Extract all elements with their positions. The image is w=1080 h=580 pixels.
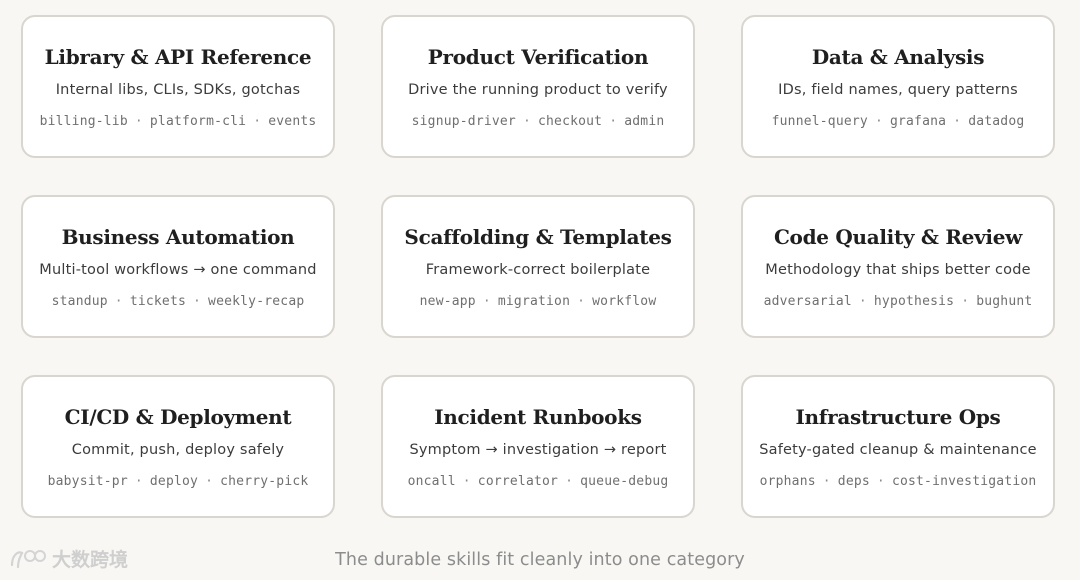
skill-tag: datadog xyxy=(968,114,1025,129)
card-description: Safety-gated cleanup & maintenance xyxy=(759,442,1037,458)
skill-tag: grafana xyxy=(889,114,947,129)
card-tags: babysit-pr · deploy · cherry-pick xyxy=(23,474,333,490)
category-card: Business Automation Multi-tool workflows… xyxy=(21,195,335,338)
tag-separator: · xyxy=(609,114,618,129)
tag-separator: · xyxy=(874,114,883,129)
card-title: Scaffolding & Templates xyxy=(404,225,672,249)
category-card: Scaffolding & Templates Framework-correc… xyxy=(381,195,695,338)
skill-tag: events xyxy=(268,114,317,129)
tag-separator: · xyxy=(134,114,143,129)
category-card: Data & Analysis IDs, field names, query … xyxy=(741,15,1055,158)
skill-tag: babysit-pr xyxy=(47,474,128,489)
card-description: Internal libs, CLIs, SDKs, gotchas xyxy=(55,82,301,98)
category-card: CI/CD & Deployment Commit, push, deploy … xyxy=(21,375,335,518)
skill-tag: oncall xyxy=(407,474,456,489)
tag-separator: · xyxy=(193,294,202,309)
skill-tag: admin xyxy=(624,114,665,129)
skill-tag: orphans xyxy=(759,474,816,489)
card-tags: oncall · correlator · queue-debug xyxy=(383,474,693,490)
card-tags: new-app · migration · workflow xyxy=(383,294,693,310)
watermark: 大数跨境 xyxy=(8,545,128,572)
watermark-text: 大数跨境 xyxy=(52,549,129,571)
skill-tag: deps xyxy=(837,474,870,489)
card-tags: funnel-query · grafana · datadog xyxy=(743,114,1053,130)
tag-separator: · xyxy=(822,474,831,489)
skill-tag: funnel-query xyxy=(771,114,868,129)
skill-tag: hypothesis xyxy=(873,294,955,309)
tag-separator: · xyxy=(522,114,531,129)
card-title: Library & API Reference xyxy=(44,45,312,69)
tag-separator: · xyxy=(565,474,574,489)
card-title: Data & Analysis xyxy=(811,45,985,69)
card-title: Infrastructure Ops xyxy=(795,405,1001,429)
card-description: Drive the running product to verify xyxy=(408,82,668,98)
tag-separator: · xyxy=(253,114,262,129)
skill-tag: platform-cli xyxy=(149,114,247,129)
card-title: Code Quality & Review xyxy=(773,225,1023,249)
card-title: Product Verification xyxy=(427,45,649,69)
skill-tag: weekly-recap xyxy=(208,294,305,309)
skill-tag: cost-investigation xyxy=(891,474,1037,489)
skill-tag: standup xyxy=(51,294,108,309)
tag-separator: · xyxy=(961,294,970,309)
tag-separator: · xyxy=(114,294,123,309)
card-tags: billing-lib · platform-cli · events xyxy=(23,114,333,130)
figure-caption: The durable skills fit cleanly into one … xyxy=(335,550,745,570)
tag-separator: · xyxy=(876,474,885,489)
skill-category-grid: Library & API Reference Internal libs, C… xyxy=(21,15,1055,518)
skill-tag: new-app xyxy=(419,294,476,309)
card-tags: standup · tickets · weekly-recap xyxy=(23,294,333,310)
skill-tag: cherry-pick xyxy=(220,474,309,489)
card-tags: adversarial · hypothesis · bughunt xyxy=(743,294,1053,310)
card-tags: orphans · deps · cost-investigation xyxy=(743,474,1053,490)
card-description: Methodology that ships better code xyxy=(765,262,1031,278)
card-title: Business Automation xyxy=(61,225,295,249)
category-card: Infrastructure Ops Safety-gated cleanup … xyxy=(741,375,1055,518)
skill-tag: workflow xyxy=(592,294,657,309)
tag-separator: · xyxy=(482,294,491,309)
tag-separator: · xyxy=(462,474,471,489)
category-card: Incident Runbooks Symptom → investigatio… xyxy=(381,375,695,518)
skill-tag: adversarial xyxy=(763,294,852,309)
skill-tag: billing-lib xyxy=(39,114,128,129)
category-card: Library & API Reference Internal libs, C… xyxy=(21,15,335,158)
card-description: Framework-correct boilerplate xyxy=(425,262,651,278)
category-card: Code Quality & Review Methodology that s… xyxy=(741,195,1055,338)
watermark-logo-icon xyxy=(10,549,46,568)
card-title: CI/CD & Deployment xyxy=(64,405,292,429)
tag-separator: · xyxy=(205,474,214,489)
skill-tag: migration xyxy=(497,294,571,309)
skill-tag: tickets xyxy=(129,294,187,309)
tag-separator: · xyxy=(953,114,962,129)
tag-separator: · xyxy=(134,474,143,489)
card-tags: signup-driver · checkout · admin xyxy=(383,114,693,130)
skill-tag: deploy xyxy=(149,474,199,489)
skill-tag: bughunt xyxy=(976,294,1033,309)
skill-tag: correlator xyxy=(477,474,559,489)
skill-tag: queue-debug xyxy=(580,474,669,489)
category-card: Product Verification Drive the running p… xyxy=(381,15,695,158)
card-description: IDs, field names, query patterns xyxy=(778,82,1018,98)
skill-tag: checkout xyxy=(538,114,603,129)
skill-tag: signup-driver xyxy=(411,114,516,129)
tag-separator: · xyxy=(858,294,867,309)
card-title: Incident Runbooks xyxy=(434,405,642,429)
card-description: Symptom → investigation → report xyxy=(409,442,667,458)
tag-separator: · xyxy=(577,294,586,309)
card-description: Multi-tool workflows → one command xyxy=(39,262,317,278)
card-description: Commit, push, deploy safely xyxy=(71,442,285,458)
